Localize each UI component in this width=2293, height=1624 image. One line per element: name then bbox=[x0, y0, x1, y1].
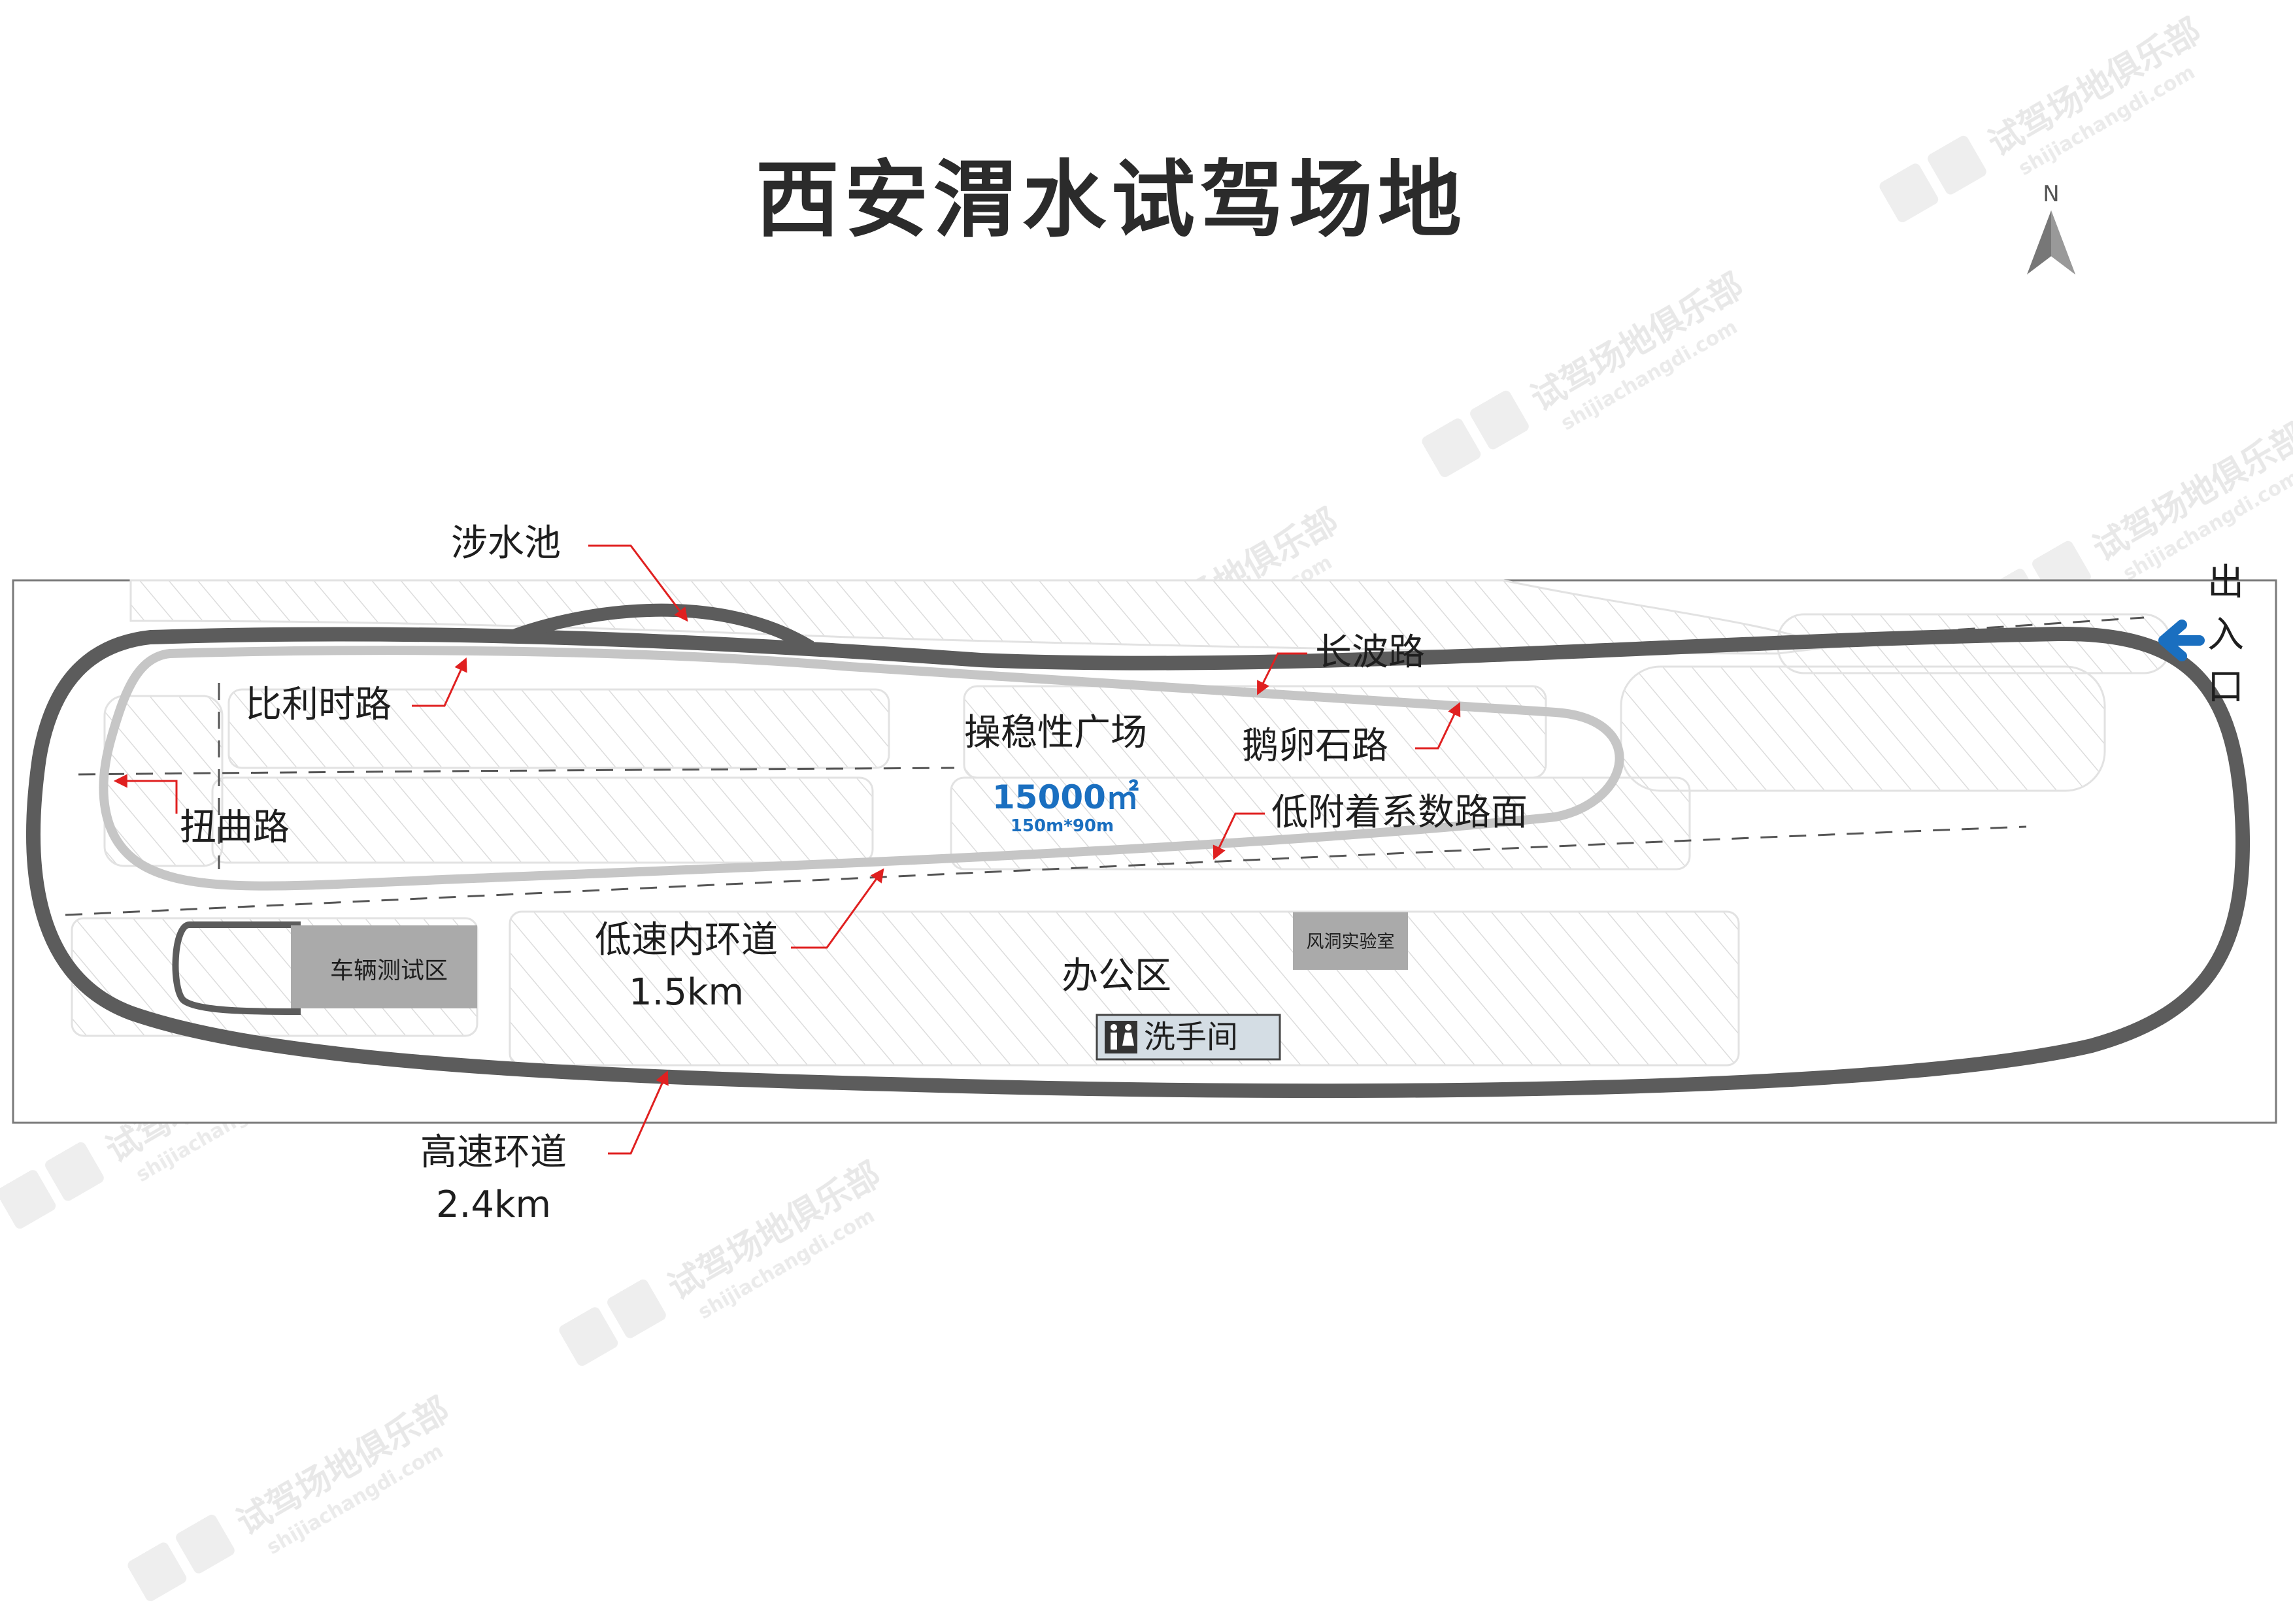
svg-text:2.4km: 2.4km bbox=[436, 1184, 551, 1226]
entrance: 出 入 口 bbox=[2158, 561, 2244, 708]
svg-text:长波路: 长波路 bbox=[1315, 631, 1425, 674]
svg-text:风洞实验室: 风洞实验室 bbox=[1307, 932, 1395, 952]
svg-text:出: 出 bbox=[2207, 561, 2244, 604]
svg-text:涉水池: 涉水池 bbox=[451, 522, 561, 565]
map-title: 西安渭水试驾场地 bbox=[756, 152, 1467, 249]
svg-text:口: 口 bbox=[2207, 666, 2244, 708]
office-area-label: 办公区 bbox=[1062, 955, 1171, 997]
vehicle-test-area: 车辆测试区 bbox=[291, 925, 477, 1008]
service-lines bbox=[65, 616, 2145, 916]
entrance-arrow-icon bbox=[2158, 620, 2205, 661]
handling-square-area: 15000㎡ bbox=[992, 778, 1139, 816]
svg-text:扭曲路: 扭曲路 bbox=[180, 806, 290, 849]
svg-text:低速内环道: 低速内环道 bbox=[595, 919, 778, 961]
north-arrow-icon: N bbox=[2027, 181, 2075, 274]
hatched-zones bbox=[71, 579, 2171, 1067]
high-speed-outer-loop bbox=[25, 626, 2250, 1099]
low-speed-inner-loop bbox=[99, 646, 1624, 891]
wind-tunnel-lab: 风洞实验室 bbox=[1293, 912, 1408, 970]
svg-text:1.5km: 1.5km bbox=[629, 971, 744, 1014]
handling-square-label: 操稳性广场 bbox=[964, 712, 1147, 754]
callout-labels: 涉水池 比利时路 扭曲路 长波路 鹅卵石路 低附着系数路面 低速内环道 1.5k… bbox=[180, 522, 1528, 1226]
callouts bbox=[113, 544, 1461, 1155]
wading-pool-track bbox=[507, 603, 814, 653]
handling-square-size: 150m*90m bbox=[1011, 816, 1114, 836]
svg-text:低附着系数路面: 低附着系数路面 bbox=[1271, 791, 1528, 834]
svg-text:高速环道: 高速环道 bbox=[420, 1131, 567, 1174]
svg-text:N: N bbox=[2043, 181, 2059, 207]
svg-text:入: 入 bbox=[2207, 614, 2244, 656]
restroom-icon bbox=[1105, 1021, 1137, 1053]
svg-text:车辆测试区: 车辆测试区 bbox=[330, 957, 448, 984]
svg-text:鹅卵石路: 鹅卵石路 bbox=[1242, 725, 1388, 767]
svg-text:比利时路: 比利时路 bbox=[245, 684, 392, 726]
restroom: 洗手间 bbox=[1096, 1014, 1281, 1061]
vehicle-test-track bbox=[172, 921, 301, 1015]
svg-text:洗手间: 洗手间 bbox=[1144, 1019, 1238, 1055]
